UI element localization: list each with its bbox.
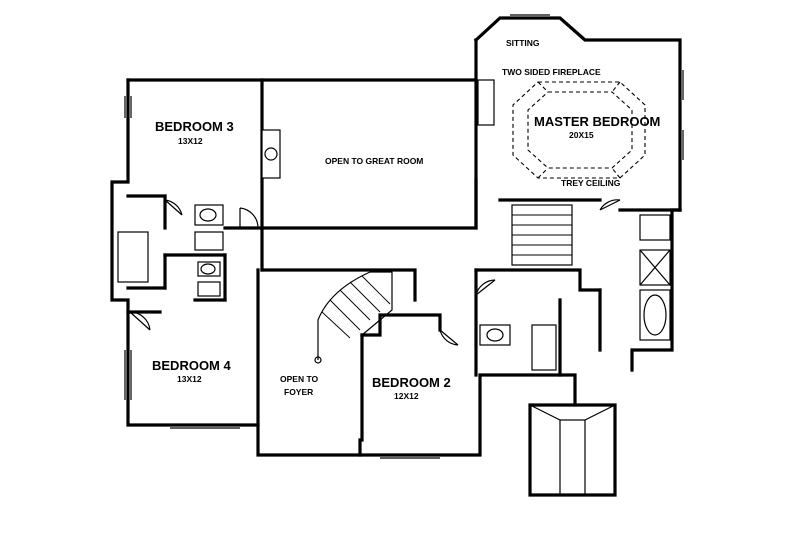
bedroom4-size: 13X12 (177, 374, 202, 384)
chimney (261, 79, 495, 179)
open-to-foyer-line1: OPEN TO (280, 374, 318, 384)
master-bedroom-size: 20X15 (569, 130, 594, 140)
bedroom3-label: BEDROOM 3 (155, 119, 234, 134)
bedroom2-size: 12X12 (394, 391, 419, 401)
trey-ceiling (512, 81, 646, 179)
trey-ceiling-label: TREY CEILING (561, 178, 621, 188)
bath-fixtures (117, 204, 671, 371)
stairs (314, 204, 573, 364)
garage-roof (529, 404, 616, 496)
windows (124, 14, 684, 459)
door-swings (129, 199, 621, 346)
open-to-foyer-line2: FOYER (284, 387, 313, 397)
master-bedroom-label: MASTER BEDROOM (534, 114, 660, 129)
bedroom2-label: BEDROOM 2 (372, 375, 451, 390)
open-to-great-room-label: OPEN TO GREAT ROOM (325, 156, 423, 166)
bedroom4-label: BEDROOM 4 (152, 358, 232, 373)
sitting-label: SITTING (506, 38, 540, 48)
interior-walls (126, 194, 682, 442)
bedroom3-size: 13X12 (178, 136, 203, 146)
fireplace-label: TWO SIDED FIREPLACE (502, 67, 601, 77)
